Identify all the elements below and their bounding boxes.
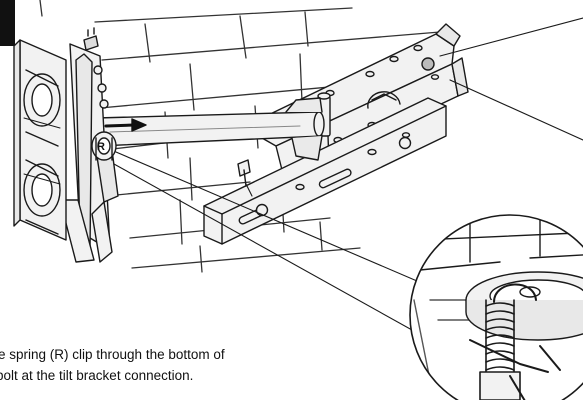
page-edge-tab	[0, 0, 15, 46]
spring-clip	[469, 283, 561, 400]
tilt-head	[59, 27, 119, 263]
direction-arrow	[104, 118, 147, 132]
detail-callout-circle	[409, 214, 583, 400]
leader-lines	[113, 17, 583, 341]
spring-coil	[479, 299, 521, 400]
callout-target-bolt	[421, 57, 435, 71]
extension-arm	[95, 97, 325, 161]
callout-letter-r: R	[97, 141, 105, 153]
tilt-bracket-rail	[203, 97, 447, 245]
pivot-joint	[91, 131, 117, 161]
caption-line-2: bolt at the tilt bracket connection.	[0, 368, 194, 383]
tv-adapter-plate	[13, 39, 67, 241]
instruction-caption: e spring (R) clip through the bottom of …	[0, 344, 400, 386]
caption-line-1: e spring (R) clip through the bottom of	[0, 347, 225, 362]
